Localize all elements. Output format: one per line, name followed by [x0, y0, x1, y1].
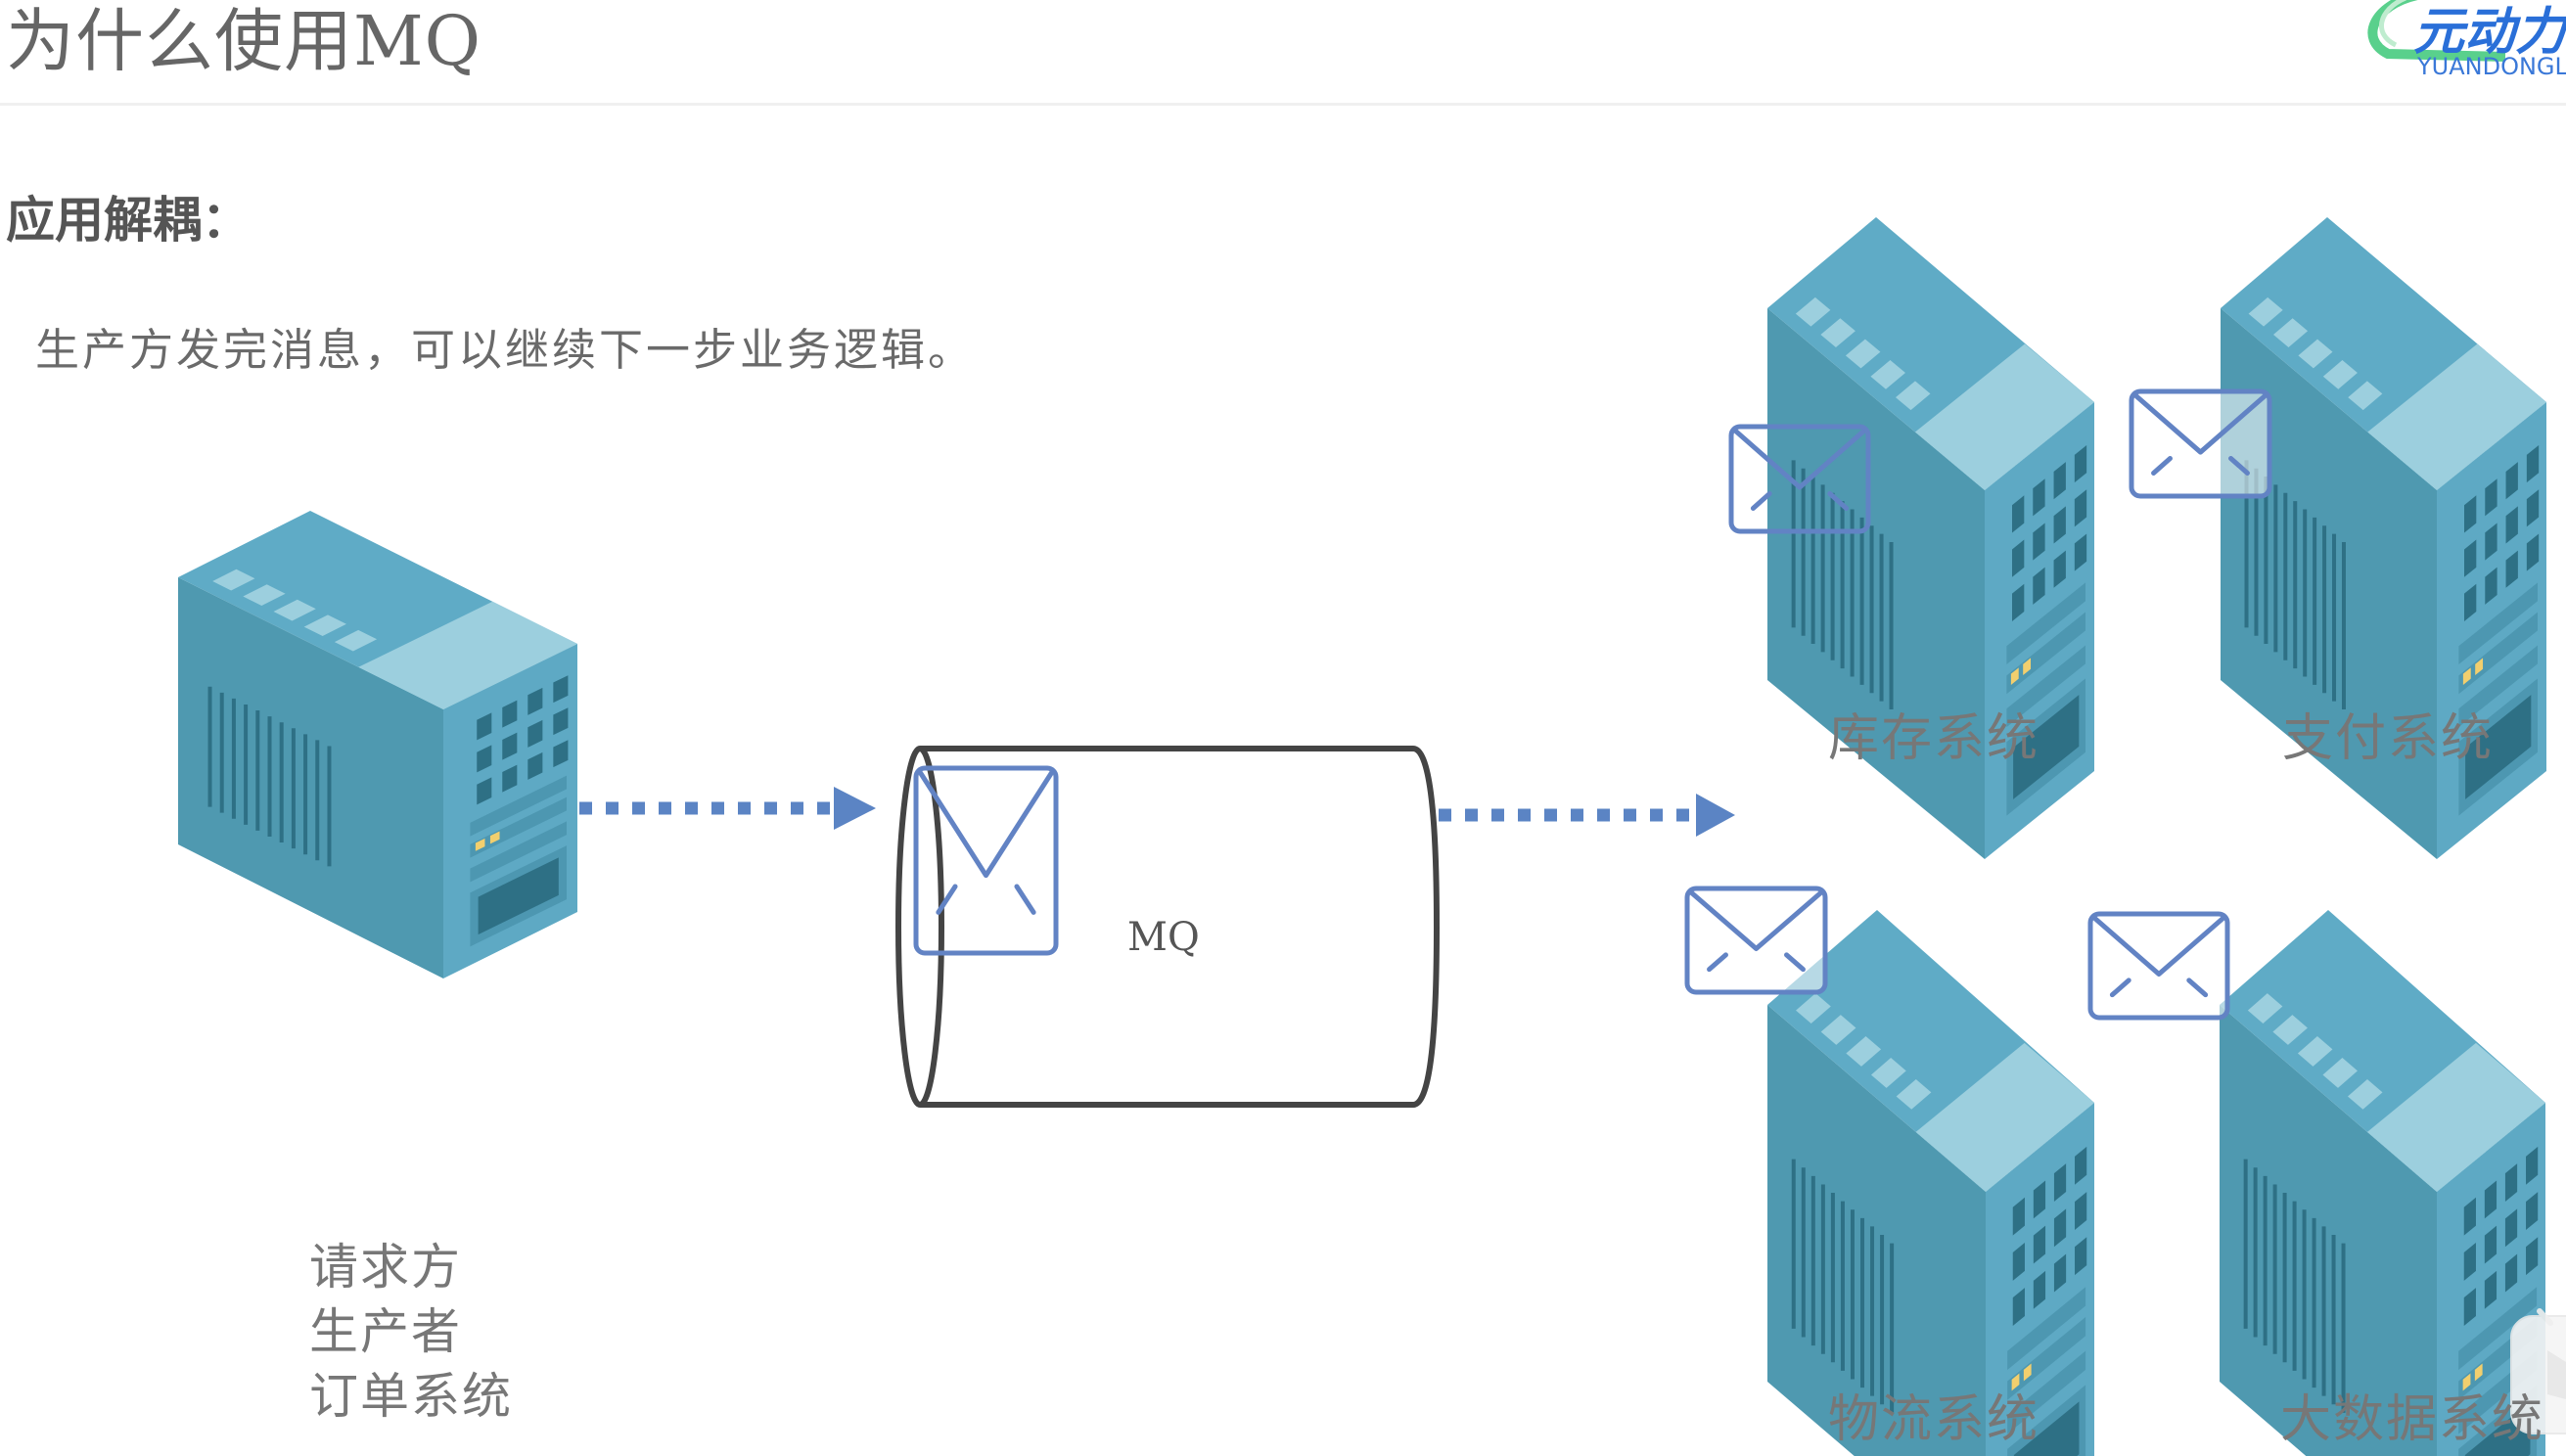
- payment-server-icon: [2221, 217, 2546, 859]
- page-title: 为什么使用MQ: [6, 1, 482, 81]
- envelope-icon: [2087, 911, 2230, 1021]
- section-heading: 应用解耦：: [6, 191, 251, 249]
- consumer-label-bigdata: 大数据系统: [2279, 1390, 2545, 1449]
- envelope-icon: [2129, 388, 2272, 499]
- producer-label-system: 订单系统: [309, 1368, 513, 1425]
- producer-label-role: 请求方: [309, 1239, 462, 1296]
- consume-arrow: [1439, 794, 1735, 837]
- producer-server-icon: [178, 511, 577, 978]
- inventory-server-icon: [1767, 217, 2094, 859]
- consumer-label-logistics: 物流系统: [1827, 1390, 2040, 1449]
- logo-subtext: YUANDONGL: [2417, 53, 2566, 80]
- logo-mark-icon: [2367, 0, 2506, 62]
- logistics-server-icon: [1767, 910, 2094, 1456]
- consumer-label-payment: 支付系统: [2281, 709, 2495, 768]
- envelope-icon: [913, 765, 1059, 956]
- message-queue-cylinder: [895, 746, 1441, 1108]
- produce-arrow: [579, 787, 876, 830]
- title-divider: [0, 103, 2566, 106]
- envelope-icon: [1684, 886, 1828, 995]
- producer-label-type: 生产者: [309, 1303, 462, 1360]
- logo-text: 元动力: [2413, 3, 2566, 62]
- envelope-icon: [1728, 424, 1871, 534]
- bigdata-server-icon: [2220, 910, 2545, 1456]
- consumer-label-inventory: 库存系统: [1827, 709, 2040, 768]
- video-watermark-icon: [2510, 1308, 2566, 1434]
- queue-label: MQ: [1127, 915, 1200, 960]
- section-description: 生产方发完消息，可以继续下一步业务逻辑。: [35, 324, 976, 376]
